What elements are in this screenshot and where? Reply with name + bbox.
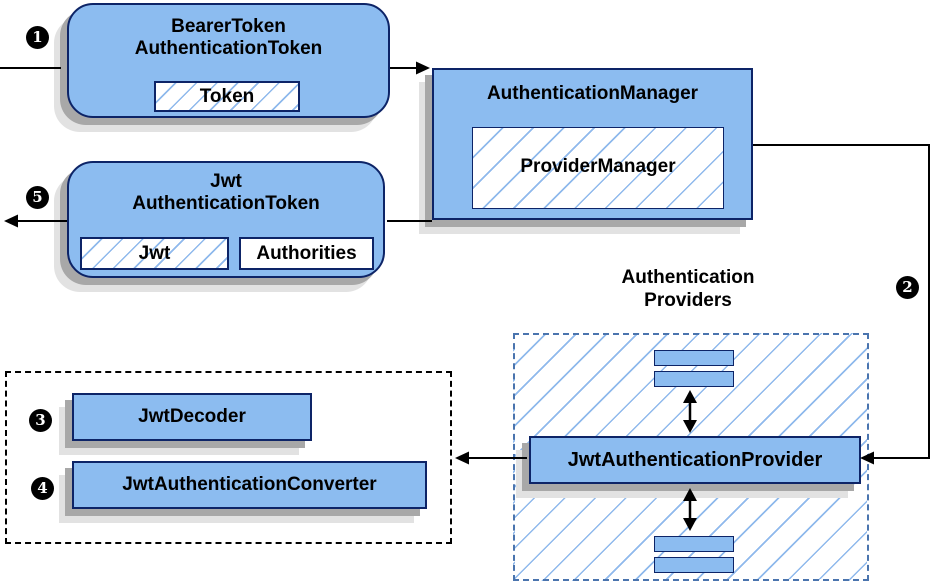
step-badge-4: 4 — [31, 477, 54, 500]
jwt-token-title: Jwt AuthenticationToken — [69, 171, 383, 215]
jwt-authentication-provider-box: JwtAuthenticationProvider — [529, 436, 861, 484]
provider-placeholder-bar — [654, 536, 734, 552]
bearer-token-title: BearerToken AuthenticationToken — [69, 16, 388, 60]
jwt-token-title-line1: Jwt — [210, 171, 242, 192]
step-badge-5: 5 — [26, 186, 49, 209]
provider-manager-box: ProviderManager — [472, 127, 724, 209]
provider-placeholder-bar — [654, 557, 734, 573]
step-badge-2: 2 — [896, 276, 919, 299]
step-badge-1: 1 — [26, 26, 49, 49]
authentication-providers-label: Authentication Providers — [562, 266, 814, 312]
authentication-manager-box: AuthenticationManager ProviderManager — [432, 68, 753, 220]
authentication-providers-label-line1: Authentication — [621, 267, 755, 288]
authentication-providers-container: JwtAuthenticationProvider — [513, 333, 869, 581]
step-badge-3: 3 — [29, 409, 52, 432]
jwt-decoder-box: JwtDecoder — [72, 393, 312, 441]
provider-placeholder-bar — [654, 371, 734, 387]
decoder-converter-group — [5, 371, 452, 544]
provider-placeholder-bar — [654, 350, 734, 366]
arrowhead-left-icon — [455, 451, 469, 465]
bearer-token-title-line1: BearerToken — [171, 16, 286, 37]
jwt-authentication-converter-box: JwtAuthenticationConverter — [72, 461, 427, 509]
bearer-token-authentication-token-box: BearerToken AuthenticationToken Token — [67, 3, 390, 118]
arrowhead-right-icon — [416, 61, 430, 75]
authentication-providers-label-line2: Providers — [644, 290, 732, 311]
jwt-authentication-token-box: Jwt AuthenticationToken Jwt Authorities — [67, 161, 385, 278]
arrowhead-left-icon — [4, 214, 18, 228]
jwt-token-title-line2: AuthenticationToken — [132, 193, 320, 214]
token-field: Token — [154, 81, 300, 112]
jwt-field: Jwt — [80, 237, 229, 270]
authorities-field: Authorities — [239, 237, 374, 270]
authentication-manager-title: AuthenticationManager — [486, 83, 699, 104]
bearer-token-title-line2: AuthenticationToken — [134, 38, 323, 59]
